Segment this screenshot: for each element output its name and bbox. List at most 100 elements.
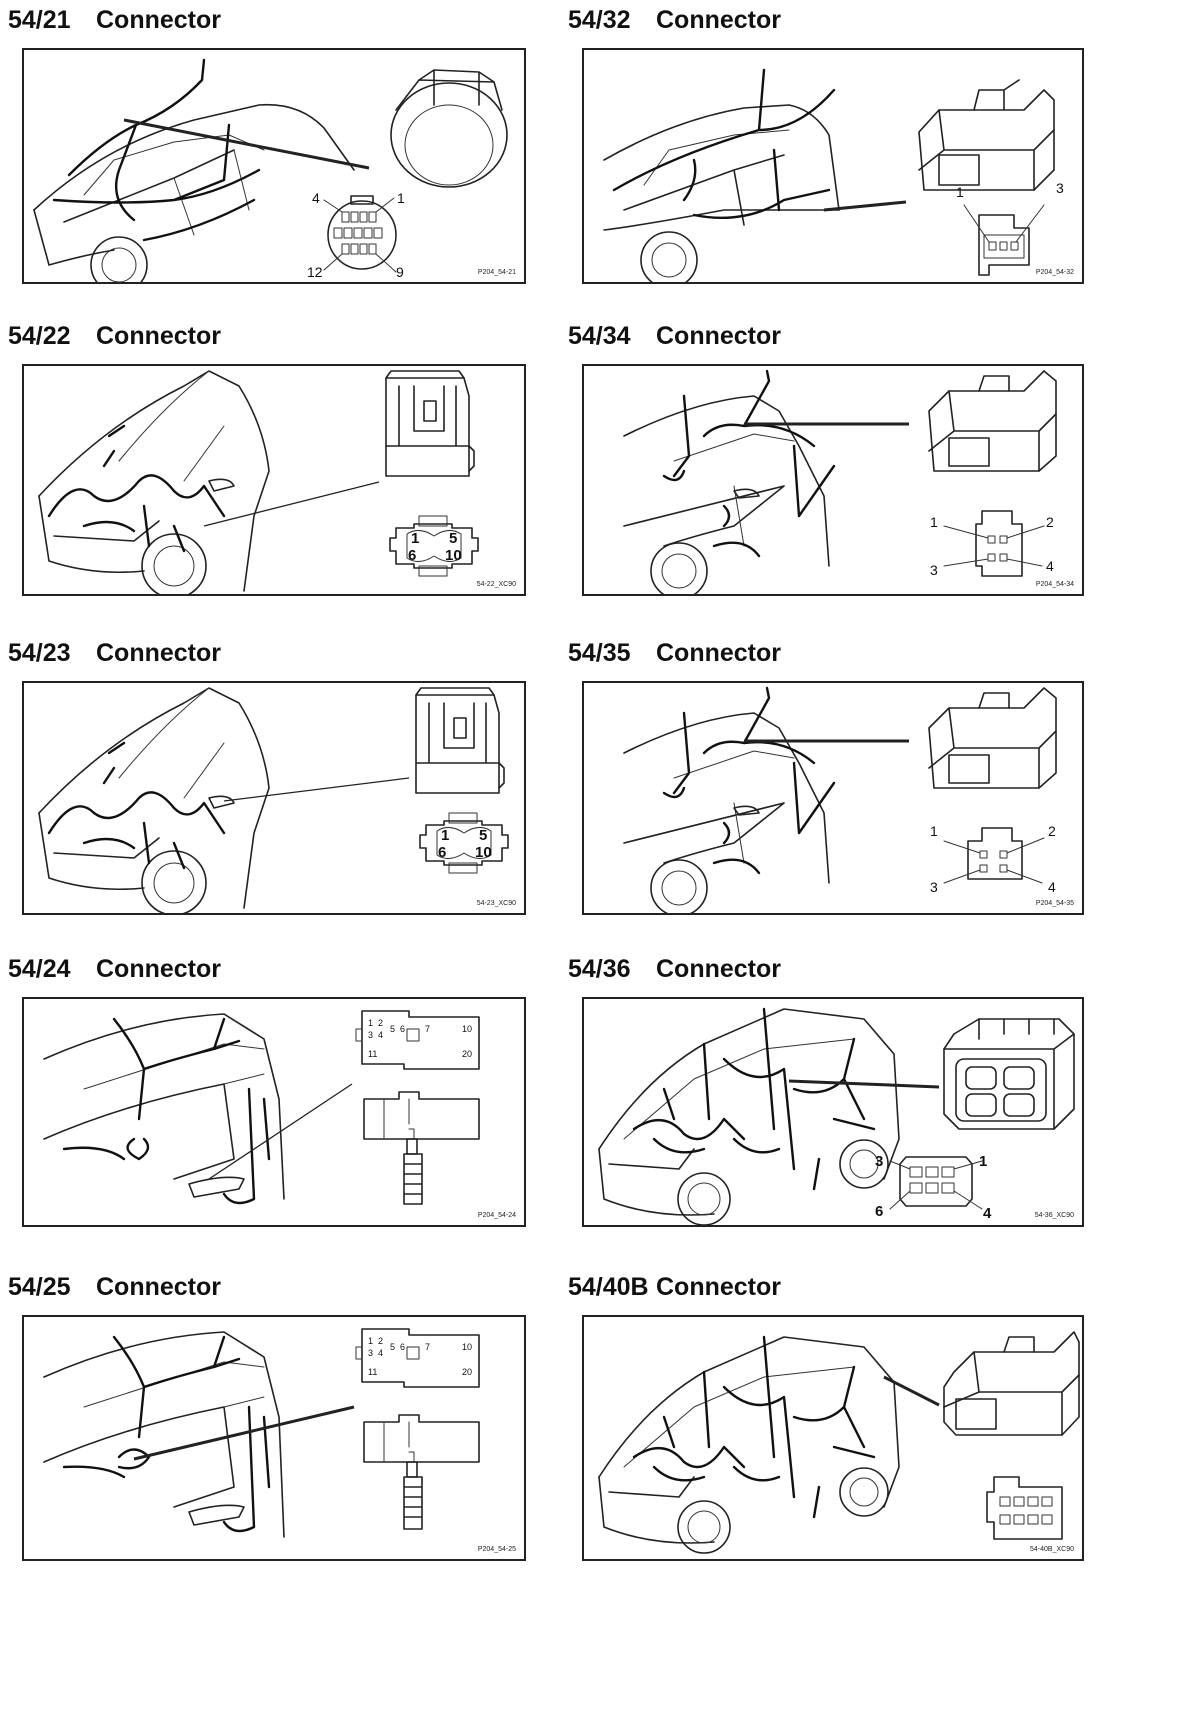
diagram-frame: 1 3 P204_54-32 <box>582 48 1084 284</box>
figure-reference: 54-36_XC90 <box>1034 1212 1074 1219</box>
panel-heading: 54/35 Connector <box>568 639 781 668</box>
connector-number: 54/24 <box>8 955 71 983</box>
diagram-frame: 1 5 6 10 54-23_XC90 <box>22 681 526 915</box>
pin-label: 4 <box>312 190 320 206</box>
pin-label: 10 <box>462 1024 473 1034</box>
diagram-frame: 1 2 3 4 5 6 7 10 11 20 P204_54-24 <box>22 997 526 1227</box>
pin-label: 12 <box>307 264 323 280</box>
panel-heading: 54/24 Connector <box>8 955 221 984</box>
pin-label: 2 <box>1046 514 1054 530</box>
pin-label: 5 <box>390 1024 396 1034</box>
figure-reference: 54-22_XC90 <box>476 581 516 588</box>
pin-label: 3 <box>875 1153 884 1170</box>
pin-label: 3 <box>930 562 938 578</box>
pin-label: 5 <box>390 1342 396 1352</box>
pin-label: 1 <box>979 1153 988 1170</box>
pin-label: 1 <box>411 530 420 547</box>
pin-label: 4 <box>983 1205 992 1222</box>
diagram-frame: 1 2 3 4 5 6 7 10 11 20 P204_54-25 <box>22 1315 526 1561</box>
connector-number: 54/40B <box>568 1273 649 1301</box>
connector-number: 54/34 <box>568 322 631 350</box>
panel-54-35: 54/35 Connector 1 2 3 4 P204_54-35 <box>568 639 1188 939</box>
figure-reference: 54-40B_XC90 <box>1030 1546 1074 1553</box>
connector-title: Connector <box>96 1273 221 1301</box>
connector-title: Connector <box>96 955 221 983</box>
figure-reference: P204_54-35 <box>1035 900 1074 907</box>
pin-label: 5 <box>479 827 488 844</box>
connector-title: Connector <box>656 639 781 667</box>
connector-title: Connector <box>656 955 781 983</box>
car-interior-illustration <box>43 1010 480 1205</box>
connector-number: 54/35 <box>568 639 631 667</box>
pin-label: 1 <box>397 190 405 206</box>
pin-label: 1 <box>368 1336 374 1346</box>
pin-label: 1 <box>956 184 964 200</box>
figure-reference: P204_54-25 <box>477 1546 516 1553</box>
connector-title: Connector <box>656 322 781 350</box>
panel-54-34: 54/34 Connector 1 2 3 4 P204_54-34 <box>568 322 1188 622</box>
pin-label: 20 <box>462 1367 473 1377</box>
pin-label: 1 <box>441 827 450 844</box>
car-suv-illustration <box>38 687 509 913</box>
figure-reference: P204_54-34 <box>1035 581 1074 588</box>
car-sedan-illustration <box>603 68 1055 282</box>
pin-label: 4 <box>378 1348 384 1358</box>
pin-label: 10 <box>462 1342 473 1352</box>
car-sedan-illustration <box>623 686 1057 913</box>
panel-heading: 54/25 Connector <box>8 1273 221 1302</box>
pin-label: 2 <box>1048 823 1056 839</box>
pin-label: 6 <box>438 844 447 861</box>
pin-label: 2 <box>378 1336 384 1346</box>
pin-label: 6 <box>408 547 417 564</box>
pin-label: 4 <box>378 1030 384 1040</box>
connector-number: 54/21 <box>8 6 71 34</box>
pin-label: 10 <box>475 844 492 861</box>
pin-label: 7 <box>425 1024 431 1034</box>
diagram-frame: 1 5 6 10 54-22_XC90 <box>22 364 526 596</box>
connector-number: 54/23 <box>8 639 71 667</box>
pin-label: 1 <box>930 514 938 530</box>
pin-label: 10 <box>445 547 462 564</box>
pin-label: 9 <box>396 264 404 280</box>
figure-reference: 54-23_XC90 <box>476 900 516 907</box>
connector-number: 54/36 <box>568 955 631 983</box>
pin-label: 1 <box>930 823 938 839</box>
car-sedan-illustration <box>623 369 1057 594</box>
car-sedan-illustration <box>33 58 508 282</box>
figure-reference: P204_54-24 <box>477 1212 516 1219</box>
diagram-frame: 3 1 6 4 54-36_XC90 <box>582 997 1084 1227</box>
pin-label: 3 <box>368 1348 374 1358</box>
connector-title: Connector <box>96 639 221 667</box>
panel-54-23: 54/23 Connector 1 5 6 10 54-23_XC90 <box>8 639 548 939</box>
pin-label: 20 <box>462 1049 473 1059</box>
car-suv-wiring-illustration <box>598 1007 1075 1225</box>
diagram-frame: 1 2 3 4 P204_54-35 <box>582 681 1084 915</box>
panel-heading: 54/36 Connector <box>568 955 781 984</box>
diagram-frame: 54-40B_XC90 <box>582 1315 1084 1561</box>
diagram-frame: 4 1 12 9 P204_54-21 <box>22 48 526 284</box>
connector-number: 54/32 <box>568 6 631 34</box>
pin-label: 11 <box>368 1049 378 1059</box>
connector-title: Connector <box>656 1273 781 1301</box>
pin-label: 6 <box>400 1342 406 1352</box>
connector-number: 54/25 <box>8 1273 71 1301</box>
pin-label: 3 <box>930 879 938 895</box>
pin-label: 2 <box>378 1018 384 1028</box>
pin-label: 1 <box>368 1018 374 1028</box>
diagram-frame: 1 2 3 4 P204_54-34 <box>582 364 1084 596</box>
panel-heading: 54/34 Connector <box>568 322 781 351</box>
pin-label: 4 <box>1048 879 1056 895</box>
pin-label: 6 <box>875 1203 884 1220</box>
pin-label: 6 <box>400 1024 406 1034</box>
panel-heading: 54/23 Connector <box>8 639 221 668</box>
